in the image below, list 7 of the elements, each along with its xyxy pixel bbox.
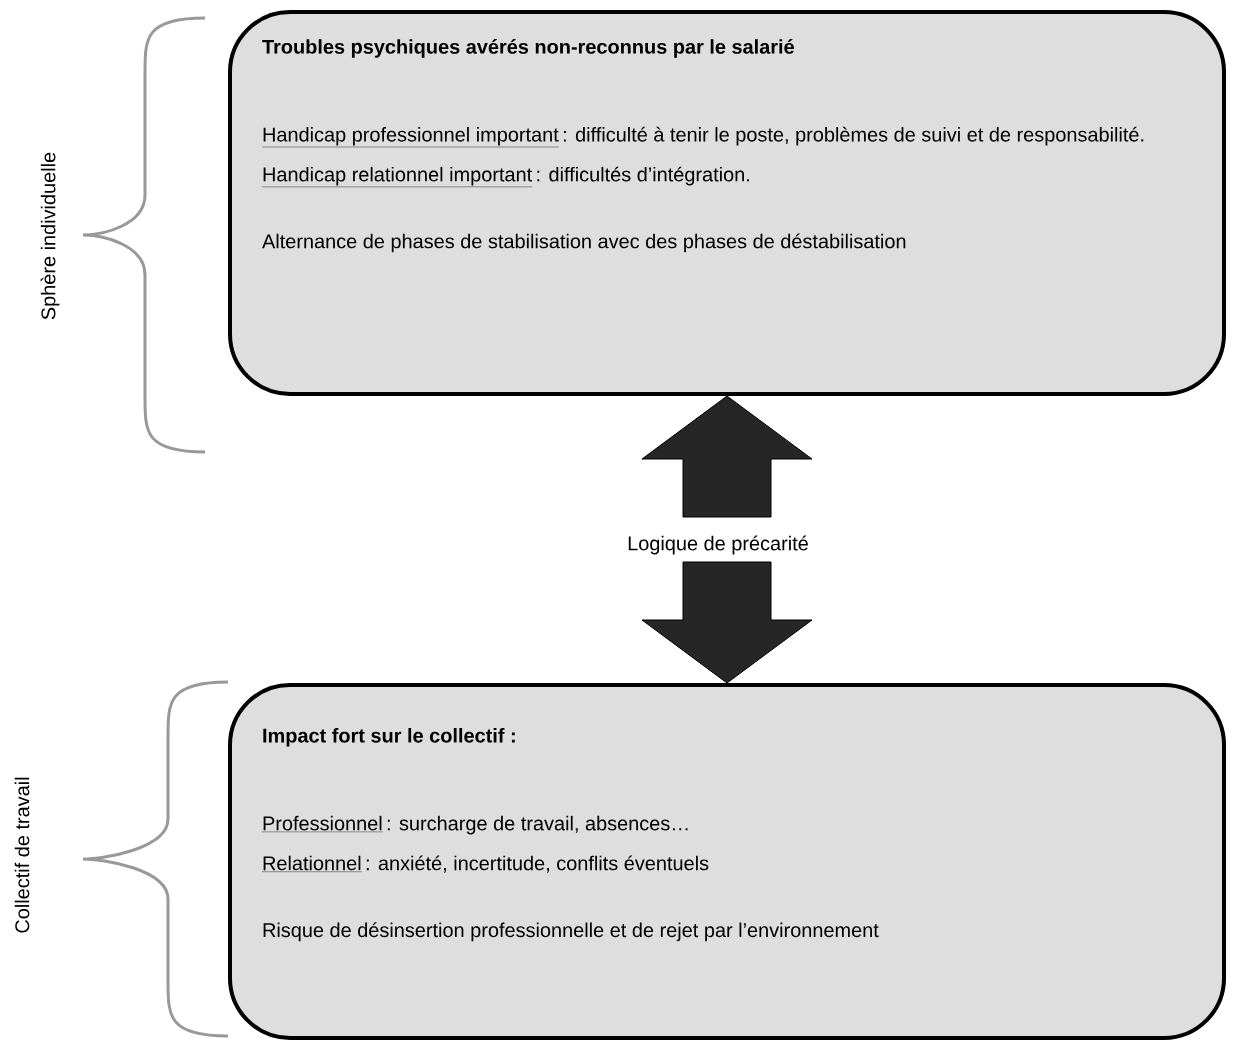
text-box: Troubles psychiques avérés non-reconnus par le salarié Handicap professionnel important : difficulté à tenir le poste, problèmes de suivi et de responsabilité. Handicap relationnel important : difficultés d’intégration. Alternance de phases de stabilisation avec des phases de déstabilisation bbox=[228, 10, 1226, 396]
arrow-label: Logique de précarité bbox=[628, 535, 808, 555]
block-arrow bbox=[641, 561, 813, 684]
side-label: Collectif de travail bbox=[14, 777, 30, 933]
block-arrow bbox=[641, 395, 813, 518]
side-label: Sphère individuelle bbox=[40, 152, 60, 320]
text-box: Impact fort sur le collectif : Professionnel : surcharge de travail, absences… Relationnel : anxiété, incertitude, conflits éventuels Risque de désinsertion professionnelle et de rejet par l’environnement bbox=[228, 683, 1226, 1040]
